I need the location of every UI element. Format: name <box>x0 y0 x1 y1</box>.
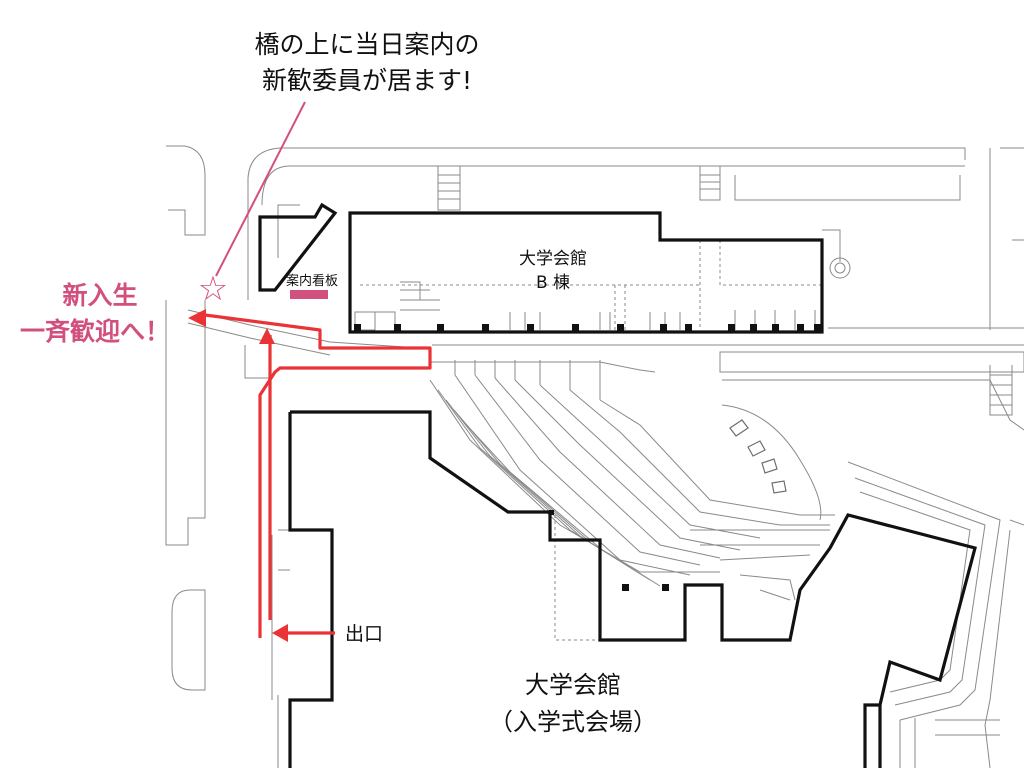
callout-star: ☆ <box>198 269 228 309</box>
callout-line-2: 新歓委員が居ます! <box>262 66 472 95</box>
exit-arrow <box>272 624 288 642</box>
main-hall-outline <box>290 410 977 768</box>
callout-leader-line <box>215 101 306 277</box>
hall-b-outline <box>348 211 824 334</box>
welcome-line-1: 新入生 <box>62 281 137 310</box>
callout-line-1: 橋の上に当日案内の <box>254 30 479 59</box>
main-hall-label-2: （入学式会場） <box>489 708 657 736</box>
route-path <box>204 313 432 638</box>
route-arrow-up <box>259 328 275 344</box>
route-arrow-left <box>188 309 206 327</box>
sign-label: 案内看板 <box>286 273 338 289</box>
main-hall-label-1: 大学会館 <box>525 671 621 699</box>
route <box>188 309 432 642</box>
sign-marker <box>290 290 328 299</box>
hall-b-label-1: 大学会館 <box>519 249 587 269</box>
background-roads <box>165 145 1024 768</box>
small-building <box>258 202 338 292</box>
exit-label: 出口 <box>345 623 383 645</box>
pillars <box>354 324 821 591</box>
building-outlines <box>258 202 977 768</box>
hall-b-label-2: B 棟 <box>536 273 570 293</box>
welcome-line-2: 一斉歓迎へ！ <box>20 317 170 346</box>
